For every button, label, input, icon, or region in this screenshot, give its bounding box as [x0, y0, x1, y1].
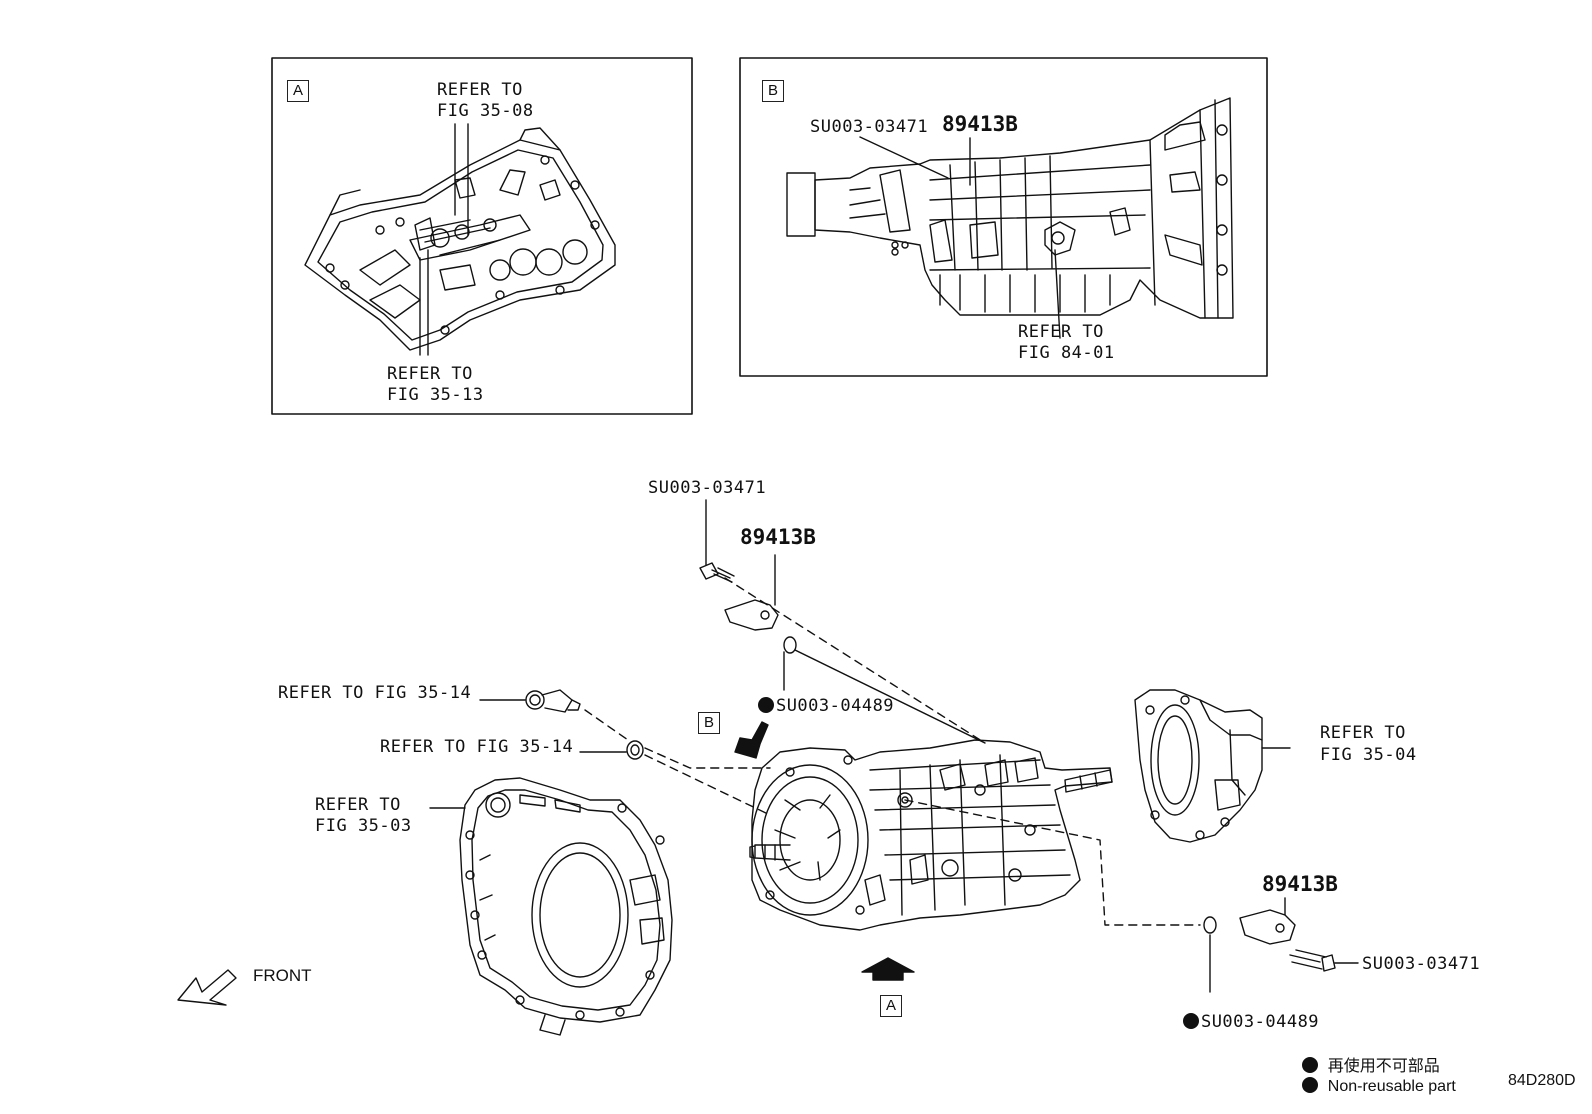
- inset-a-tag: A: [287, 80, 309, 102]
- washer-refer-label: REFER TO FIG 35-14: [380, 737, 574, 757]
- right-oring-part-text: SU003-04489: [1200, 1012, 1320, 1032]
- view-b-arrow: [734, 721, 769, 759]
- view-b-tag: B: [698, 712, 720, 734]
- inset-a-frame: [271, 57, 693, 415]
- inset-b-frame: [739, 57, 1268, 377]
- inset-a-valve-body: [304, 123, 616, 356]
- inset-b-bolt-part-number: SU003-03471: [810, 117, 929, 137]
- bellhousing-refer-line1: REFER TO: [315, 795, 401, 815]
- inset-b-refer-line2: FIG 84-01: [1018, 343, 1115, 363]
- legend-japanese-text: 再使用不可部品: [1327, 1058, 1440, 1075]
- inset-a-refer-bottom-line2: FIG 35-13: [387, 385, 484, 405]
- non-reusable-dot-icon: [1182, 1013, 1199, 1029]
- right-bolt-part-number: SU003-03471: [1362, 954, 1481, 974]
- right-oring-part-number: SU003-04489: [1140, 992, 1319, 1052]
- legend-english-text: Non-reusable part: [1327, 1078, 1456, 1095]
- extension-refer-line1: REFER TO: [1320, 723, 1406, 743]
- extension-housing: [1134, 689, 1291, 843]
- bell-housing: [429, 777, 673, 1036]
- legend-japanese: 再使用不可部品: [1284, 1034, 1440, 1094]
- inset-b-tag: B: [762, 80, 784, 102]
- upper-oring-part-text: SU003-04489: [775, 696, 895, 716]
- inset-b-transmission: [786, 97, 1234, 339]
- non-reusable-dot-icon: [757, 697, 774, 713]
- right-sensor-part-number: 89413B: [1262, 872, 1338, 896]
- view-a-tag: A: [880, 995, 902, 1017]
- front-arrow-icon: [177, 969, 237, 1006]
- upper-bolt-part-number: SU003-03471: [648, 478, 767, 498]
- main-transmission: [749, 739, 1113, 931]
- right-sensor-group: [904, 799, 1359, 993]
- inset-b-sensor-part-number: 89413B: [942, 112, 1018, 136]
- legend-english: Non-reusable part: [1284, 1059, 1456, 1114]
- extension-refer-line2: FIG 35-04: [1320, 745, 1417, 765]
- inset-b-refer-line1: REFER TO: [1018, 322, 1104, 342]
- non-reusable-dot-icon: [1301, 1077, 1318, 1093]
- front-label: FRONT: [253, 966, 312, 985]
- inset-a-refer-top-line1: REFER TO: [437, 80, 523, 100]
- fitting-refer-label: REFER TO FIG 35-14: [278, 683, 472, 703]
- view-a-arrow: [861, 957, 915, 981]
- inset-a-refer-top-line2: FIG 35-08: [437, 101, 534, 121]
- non-reusable-dot-icon: [1301, 1057, 1318, 1073]
- bellhousing-refer-line2: FIG 35-03: [315, 816, 412, 836]
- upper-oring-part-number: SU003-04489: [715, 676, 894, 736]
- upper-sensor-group: [699, 499, 986, 744]
- figure-code: 84D280D: [1508, 1072, 1576, 1089]
- left-fittings: [479, 689, 771, 816]
- upper-sensor-part-number: 89413B: [740, 525, 816, 549]
- inset-a-refer-bottom-line1: REFER TO: [387, 364, 473, 384]
